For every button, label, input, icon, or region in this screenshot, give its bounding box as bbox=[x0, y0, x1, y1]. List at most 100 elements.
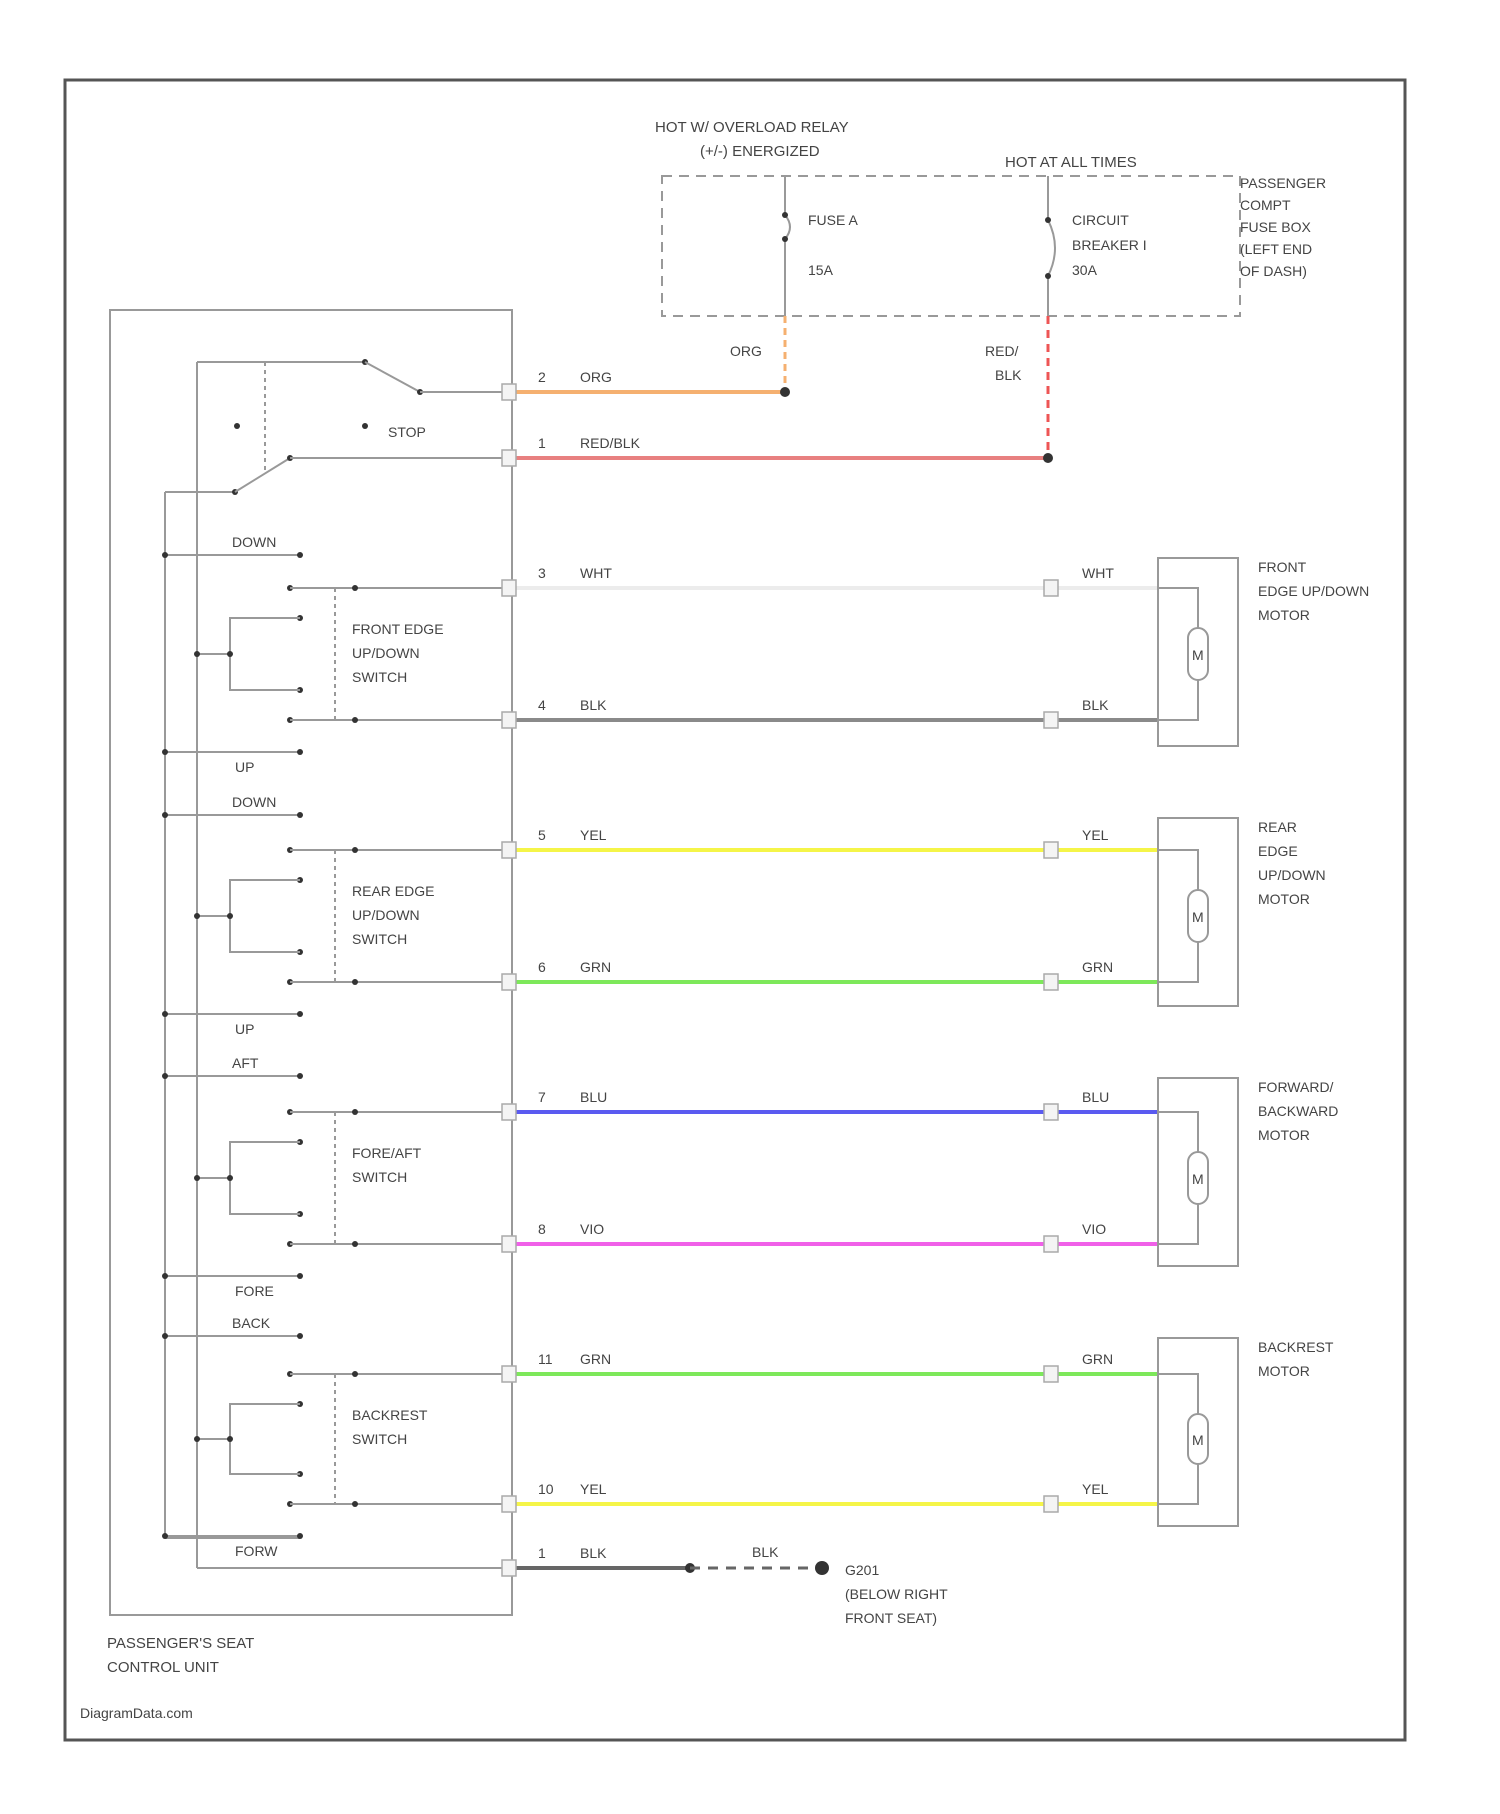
terminals-layer bbox=[502, 384, 516, 1576]
unit-terminal bbox=[502, 1366, 516, 1382]
contact-dot bbox=[297, 1011, 303, 1017]
contact-dot bbox=[297, 1073, 303, 1079]
switch-link bbox=[230, 880, 300, 952]
seat-motor: MREAREDGEUP/DOWNMOTOR bbox=[1158, 818, 1326, 1006]
switch-name-1: FORE/AFT bbox=[352, 1145, 422, 1161]
wire-color-label-motor-side: VIO bbox=[1082, 1221, 1106, 1237]
contact-dot bbox=[297, 812, 303, 818]
contact-dot bbox=[297, 1533, 303, 1539]
pin-1-label: 1 bbox=[538, 435, 546, 451]
junction-dot bbox=[227, 1436, 233, 1442]
wire-color-label: BLK bbox=[580, 697, 607, 713]
wire-color-label-motor-side: YEL bbox=[1082, 827, 1109, 843]
switch-bottom-label: FORE bbox=[235, 1283, 274, 1299]
junction-dot bbox=[194, 651, 200, 657]
junction-dot bbox=[162, 1333, 168, 1339]
relay-switch: STOP bbox=[165, 359, 515, 1568]
switch-name-2: SWITCH bbox=[352, 1431, 407, 1447]
svg-text:OF DASH): OF DASH) bbox=[1240, 263, 1307, 279]
junction-dot bbox=[162, 1273, 168, 1279]
switch-bottom-label: UP bbox=[235, 1021, 254, 1037]
unit-terminal bbox=[502, 384, 516, 400]
contact-dot bbox=[352, 1371, 358, 1377]
junction-dot bbox=[162, 1011, 168, 1017]
ground-dash-label: BLK bbox=[752, 1544, 779, 1560]
switch-top-label: BACK bbox=[232, 1315, 271, 1331]
motor-symbol-label: M bbox=[1192, 1171, 1204, 1187]
motor-symbol-label: M bbox=[1192, 647, 1204, 663]
motor-lead bbox=[1158, 680, 1198, 720]
switch-bottom-label: FORW bbox=[235, 1543, 278, 1559]
fuse-box-label: PASSENGER COMPT FUSE BOX (LEFT END OF DA… bbox=[1240, 175, 1326, 279]
wire-color-label: GRN bbox=[580, 1351, 611, 1367]
seat-switch: BACK FORW BACKREST SWITCH bbox=[162, 1315, 515, 1559]
motor-name-3: MOTOR bbox=[1258, 1127, 1310, 1143]
junction-dot bbox=[194, 1436, 200, 1442]
relay-label-2: (+/-) ENERGIZED bbox=[700, 143, 820, 160]
motor-connector bbox=[1044, 974, 1058, 990]
motor-wire: 6GRNGRN bbox=[515, 959, 1158, 990]
motor-lead bbox=[1158, 1464, 1198, 1504]
switch-top-label: DOWN bbox=[232, 534, 276, 550]
switches-layer: DOWNUPFRONT EDGEUP/DOWNSWITCHDOWNUPREAR … bbox=[162, 534, 515, 1559]
motor-lead bbox=[1158, 1204, 1198, 1244]
motor-connector bbox=[1044, 1104, 1058, 1120]
switch-name-2: UP/DOWN bbox=[352, 907, 420, 923]
fuse-box-outline bbox=[662, 176, 1240, 316]
unit-terminal bbox=[502, 712, 516, 728]
motor-name-3: MOTOR bbox=[1258, 607, 1310, 623]
wire-color-label-motor-side: BLU bbox=[1082, 1089, 1109, 1105]
junction-dot bbox=[162, 812, 168, 818]
switch-name-1: BACKREST bbox=[352, 1407, 428, 1423]
motor-name-3: UP/DOWN bbox=[1258, 867, 1326, 883]
unit-terminal bbox=[502, 1496, 516, 1512]
switch-link bbox=[230, 1142, 300, 1214]
svg-text:(LEFT END: (LEFT END bbox=[1240, 241, 1312, 257]
seat-motor: MFRONTEDGE UP/DOWNMOTOR bbox=[1158, 558, 1369, 746]
redblk-vert-label-2: BLK bbox=[995, 367, 1022, 383]
unit-terminal bbox=[502, 1104, 516, 1120]
watermark: DiagramData.com bbox=[80, 1705, 193, 1721]
motor-lead bbox=[1158, 942, 1198, 982]
motor-symbol-label: M bbox=[1192, 909, 1204, 925]
wire-pin-label: 7 bbox=[538, 1089, 546, 1105]
wire-pin-label: 8 bbox=[538, 1221, 546, 1237]
contact-dot bbox=[297, 552, 303, 558]
contact-dot bbox=[352, 585, 358, 591]
wire-color-label: VIO bbox=[580, 1221, 604, 1237]
ground-circuit: 1 BLK BLK G201 (BELOW RIGHT FRONT SEAT) bbox=[515, 1544, 948, 1626]
motor-name-1: REAR bbox=[1258, 819, 1297, 835]
contact-dot bbox=[352, 1109, 358, 1115]
junction-dot bbox=[162, 749, 168, 755]
unit-terminal bbox=[502, 974, 516, 990]
fuse-a: FUSE A 15A bbox=[782, 176, 858, 316]
switch-name-2: SWITCH bbox=[352, 1169, 407, 1185]
wire-color-label-motor-side: WHT bbox=[1082, 565, 1114, 581]
junction-dot bbox=[162, 1533, 168, 1539]
motor-name-4: MOTOR bbox=[1258, 891, 1310, 907]
motor-wire: 4BLKBLK bbox=[515, 697, 1158, 728]
motor-name-2: BACKWARD bbox=[1258, 1103, 1338, 1119]
contact-dot bbox=[297, 749, 303, 755]
contact-dot bbox=[352, 1241, 358, 1247]
junction-dot bbox=[227, 1175, 233, 1181]
stop-label: STOP bbox=[388, 424, 426, 440]
motor-wire: 11GRNGRN bbox=[515, 1351, 1158, 1382]
junction-dot bbox=[227, 651, 233, 657]
svg-text:COMPT: COMPT bbox=[1240, 197, 1291, 213]
wire-pin-label: 5 bbox=[538, 827, 546, 843]
switch-name-3: SWITCH bbox=[352, 669, 407, 685]
breaker-label-2: BREAKER I bbox=[1072, 237, 1147, 253]
control-unit-box bbox=[110, 310, 512, 1615]
motor-symbol-label: M bbox=[1192, 1432, 1204, 1448]
wire-color-label: GRN bbox=[580, 959, 611, 975]
circuit-breaker: CIRCUIT BREAKER I 30A bbox=[1045, 176, 1147, 316]
